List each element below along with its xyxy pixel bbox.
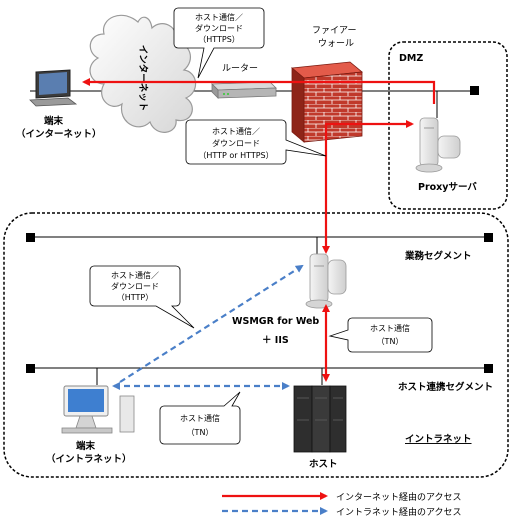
callout-tn-wsmgr-line1: ホスト通信 bbox=[370, 323, 410, 333]
callout-http-or-https-line3: （HTTP or HTTPS） bbox=[198, 151, 273, 160]
segment-endpoint bbox=[484, 364, 493, 373]
segment-endpoint bbox=[26, 364, 35, 373]
callout-tn-wsmgr: ホスト通信 （TN） bbox=[328, 317, 433, 353]
dmz-label: DMZ bbox=[399, 53, 423, 64]
business-segment-label: 業務セグメント bbox=[404, 250, 472, 262]
callout-http-intranet-line3: （HTTP） bbox=[117, 293, 153, 302]
segment-endpoint bbox=[26, 233, 35, 242]
legend-intranet-label: イントラネット経由のアクセス bbox=[336, 506, 462, 518]
firewall-label-2: ウォール bbox=[318, 38, 354, 49]
firewall-label: ファイアー bbox=[312, 26, 356, 36]
dmz-zone bbox=[388, 41, 508, 210]
terminal-internet-label: 端末 bbox=[44, 115, 64, 127]
callout-https-line3: （HTTPS） bbox=[198, 35, 240, 44]
callout-http-intranet-line2: ダウンロード bbox=[111, 281, 159, 291]
router-icon bbox=[211, 81, 277, 99]
internet-access-path bbox=[82, 78, 436, 104]
callout-http-intranet-line1: ホスト通信／ bbox=[111, 270, 159, 280]
terminal-intranet-label-2: （イントラネット） bbox=[46, 453, 132, 465]
proxy-server-icon bbox=[415, 117, 461, 173]
host-link-segment-label: ホスト連携セグメント bbox=[398, 381, 493, 393]
terminal-intranet-label: 端末 bbox=[76, 440, 96, 452]
internet-cloud-label: インターネット bbox=[137, 45, 149, 112]
host-label: ホスト bbox=[309, 459, 338, 470]
wsmgr-label: WSMGR for Web bbox=[232, 316, 319, 327]
intranet-label: イントラネット bbox=[405, 434, 472, 445]
callout-tn-terminal-line2: （TN） bbox=[187, 428, 214, 437]
proxy-label: Proxyサーバ bbox=[418, 181, 477, 193]
callout-http-intranet: ホスト通信／ ダウンロード （HTTP） bbox=[89, 265, 195, 329]
callout-http-or-https-line1: ホスト通信／ bbox=[212, 126, 260, 136]
intranet-http-path bbox=[119, 264, 304, 383]
legend: インターネット経由のアクセス イントラネット経由のアクセス bbox=[222, 491, 462, 518]
callout-https-line2: ダウンロード bbox=[195, 23, 243, 33]
intranet-zone bbox=[3, 212, 509, 478]
legend-internet-label: インターネット経由のアクセス bbox=[336, 491, 462, 503]
host-mainframe-icon bbox=[293, 385, 347, 453]
callout-https: ホスト通信／ ダウンロード （HTTPS） bbox=[173, 7, 265, 79]
wsmgr-server-icon bbox=[305, 253, 347, 309]
segment-endpoint bbox=[484, 233, 493, 242]
desktop-pc-icon bbox=[61, 385, 135, 434]
callout-https-line1: ホスト通信／ bbox=[195, 12, 243, 22]
terminal-internet-label-2: （インターネット） bbox=[16, 128, 102, 140]
dmz-to-wsmgr-path bbox=[322, 120, 414, 254]
wsmgr-label-2: ＋ IIS bbox=[262, 335, 289, 346]
callout-http-or-https-line2: ダウンロード bbox=[212, 138, 260, 148]
callout-http-or-https: ホスト通信／ ダウンロード （HTTP or HTTPS） bbox=[185, 119, 327, 165]
laptop-icon bbox=[29, 69, 78, 107]
callout-tn-terminal-line1: ホスト通信 bbox=[180, 413, 220, 423]
callout-tn-wsmgr-line2: （TN） bbox=[377, 337, 404, 346]
segment-endpoint bbox=[470, 86, 479, 95]
callout-tn-terminal: ホスト通信 （TN） bbox=[159, 391, 241, 445]
router-label: ルーター bbox=[222, 63, 258, 74]
